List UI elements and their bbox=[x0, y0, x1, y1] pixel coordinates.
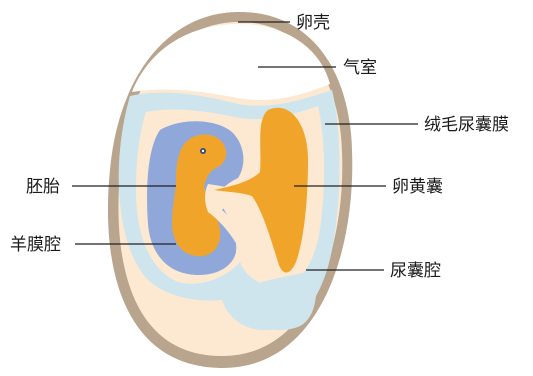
label-chorioallantoic-membrane: 绒毛尿囊膜 bbox=[424, 115, 509, 135]
label-shell: 卵壳 bbox=[296, 13, 330, 33]
label-embryo: 胚胎 bbox=[26, 177, 60, 197]
embryo-eye-highlight bbox=[202, 150, 204, 152]
label-air-cell: 气室 bbox=[343, 58, 377, 78]
label-yolk-sac: 卵黄囊 bbox=[392, 177, 443, 197]
label-amniotic-cavity: 羊膜腔 bbox=[10, 235, 61, 255]
label-allantoic-cavity: 尿囊腔 bbox=[390, 261, 441, 281]
